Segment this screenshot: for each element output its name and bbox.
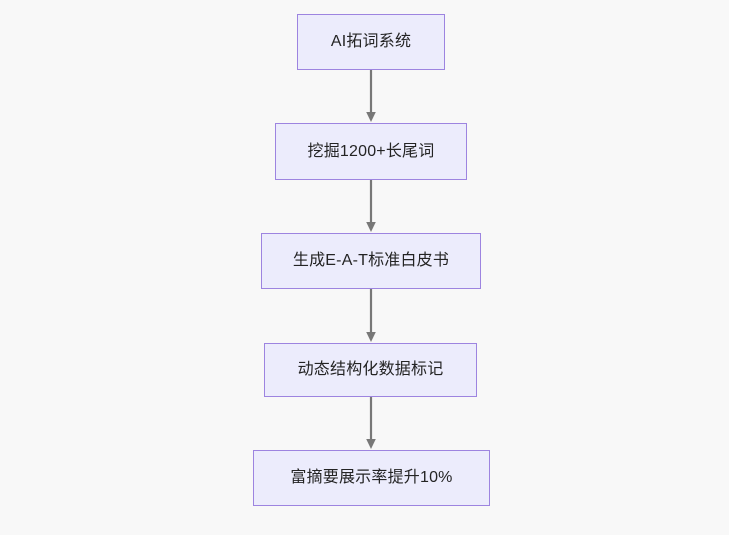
flow-node-label: 动态结构化数据标记 xyxy=(297,361,444,378)
flow-node-generate-eat-whitepaper[interactable]: 生成E-A-T标准白皮书 xyxy=(261,233,481,289)
flow-node-label: 富摘要展示率提升10% xyxy=(290,469,453,486)
flow-node-ai-keyword-system[interactable]: AI拓词系统 xyxy=(297,14,445,70)
flow-node-dynamic-structured-data-markup[interactable]: 动态结构化数据标记 xyxy=(264,343,477,397)
flow-node-mine-longtail-keywords[interactable]: 挖掘1200+长尾词 xyxy=(275,123,467,180)
edge-n1-n2 xyxy=(361,70,381,123)
flow-node-label: 生成E-A-T标准白皮书 xyxy=(292,252,450,269)
flow-node-rich-snippet-rate-increase[interactable]: 富摘要展示率提升10% xyxy=(253,450,490,506)
edge-n2-n3 xyxy=(361,180,381,233)
flow-node-label: AI拓词系统 xyxy=(330,33,412,50)
edge-n3-n4 xyxy=(361,289,381,343)
edge-n4-n5 xyxy=(361,397,381,450)
flow-node-label: 挖掘1200+长尾词 xyxy=(307,142,435,160)
